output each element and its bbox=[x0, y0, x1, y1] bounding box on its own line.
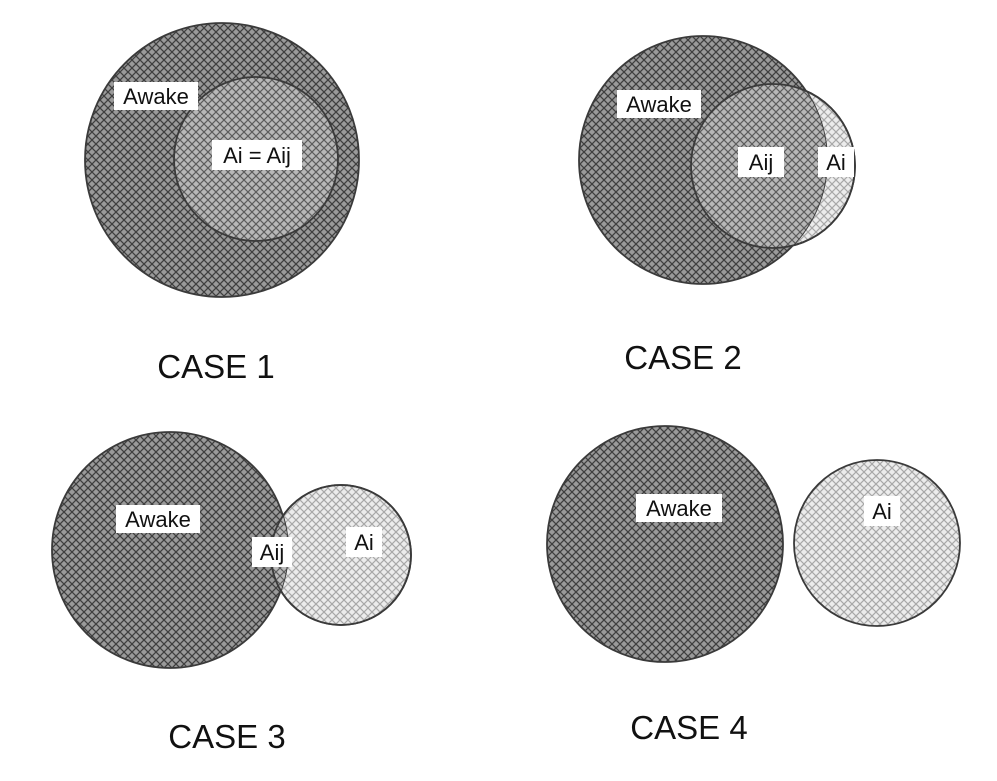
case-caption: CASE 4 bbox=[630, 709, 747, 746]
case-4: Awake Ai CASE 4 bbox=[546, 425, 961, 746]
intersection-label-box bbox=[738, 147, 784, 177]
ai-circle-outline bbox=[690, 83, 856, 249]
awake-label-box bbox=[116, 505, 200, 533]
awake-label: Awake bbox=[125, 507, 191, 532]
ai-label: Ai bbox=[354, 530, 374, 555]
awake-label-box bbox=[636, 494, 722, 522]
ai-label-box bbox=[346, 527, 382, 557]
ai-label: Ai bbox=[826, 150, 846, 175]
case-caption: CASE 1 bbox=[157, 348, 274, 385]
awake-circle bbox=[546, 425, 784, 663]
intersection-label: Ai = Aij bbox=[223, 143, 291, 168]
ai-label-box bbox=[818, 147, 854, 177]
ai-label: Ai bbox=[872, 499, 892, 524]
intersection-label: Aij bbox=[749, 150, 773, 175]
awake-label-box bbox=[617, 90, 701, 118]
intersection-label-box bbox=[252, 537, 292, 567]
awake-label-box bbox=[114, 82, 198, 110]
intersection-region bbox=[691, 84, 827, 248]
awake-label: Awake bbox=[123, 84, 189, 109]
awake-label: Awake bbox=[646, 496, 712, 521]
case-caption: CASE 3 bbox=[168, 718, 285, 755]
intersection-label-box bbox=[212, 140, 302, 170]
intersection-label: Aij bbox=[260, 540, 284, 565]
case-1: Awake Ai = Aij CASE 1 bbox=[84, 22, 360, 385]
case-3: Awake Aij Ai CASE 3 bbox=[51, 431, 412, 755]
case-2: Awake Aij Ai CASE 2 bbox=[578, 35, 856, 376]
ai-label-box bbox=[864, 496, 900, 526]
awake-label: Awake bbox=[626, 92, 692, 117]
ai-circle bbox=[793, 459, 961, 627]
case-caption: CASE 2 bbox=[624, 339, 741, 376]
